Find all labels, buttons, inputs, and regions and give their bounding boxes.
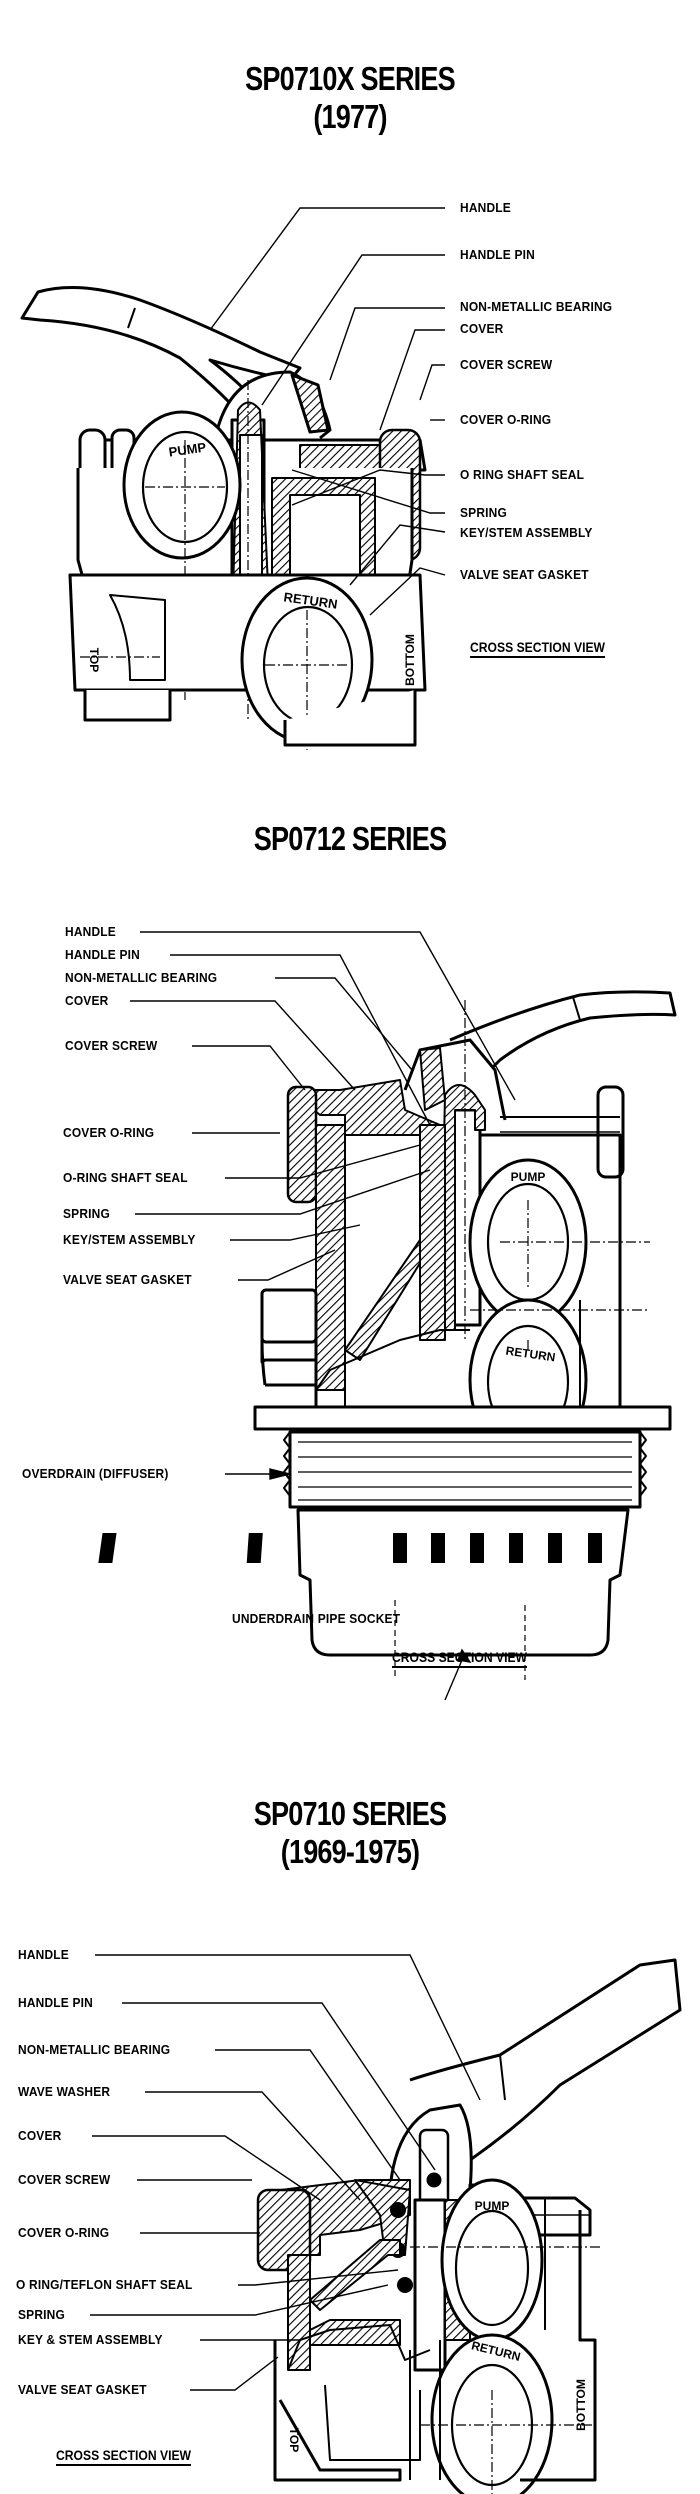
- label-underdrain-pipe-socket: UNDERDRAIN PIPE SOCKET: [232, 1611, 401, 1626]
- port-label-bottom: BOTTOM: [403, 634, 417, 686]
- label-cover-o-ring: COVER O-RING: [63, 1125, 155, 1140]
- label-cover: COVER: [65, 993, 109, 1008]
- label-cover-screw: COVER SCREW: [18, 2172, 111, 2187]
- diagram-subtitle: (1977): [313, 98, 387, 135]
- label-non-metallic-bearing: NON-METALLIC BEARING: [65, 970, 218, 985]
- handle-shape: [409, 1958, 682, 2181]
- label-non-metallic-bearing: NON-METALLIC BEARING: [460, 299, 613, 314]
- label-overdrain-diffuser: OVERDRAIN (DIFFUSER): [22, 1466, 169, 1481]
- port-label-top: TOP: [287, 2428, 301, 2452]
- flange-shape: [253, 1405, 672, 1431]
- diffuser-slots: [98, 1533, 602, 1563]
- label-o-ring-teflon-shaft-seal: O RING/TEFLON SHAFT SEAL: [16, 2277, 193, 2292]
- cross-section-view-caption: CROSS SECTION VIEW: [470, 640, 606, 658]
- port-label-pump: PUMP: [168, 439, 208, 459]
- label-key-stem-assembly: KEY & STEM ASSEMBLY: [18, 2332, 163, 2347]
- label-spring: SPRING: [18, 2307, 65, 2322]
- label-valve-seat-gasket: VALVE SEAT GASKET: [460, 567, 589, 582]
- label-cover: COVER: [460, 321, 504, 336]
- diagram-title: SP0712 SERIES: [253, 820, 447, 857]
- cross-section-view-caption: CROSS SECTION VIEW: [56, 2448, 192, 2466]
- label-cover-o-ring: COVER O-RING: [18, 2225, 110, 2240]
- label-spring: SPRING: [460, 505, 507, 520]
- label-handle: HANDLE: [460, 200, 511, 215]
- valve-cross-section-drawing: PUMP RETURN: [98, 931, 677, 1701]
- label-handle-pin: HANDLE PIN: [65, 947, 140, 962]
- label-handle-pin: HANDLE PIN: [18, 1995, 93, 2010]
- label-key-stem-assembly: KEY/STEM ASSEMBLY: [63, 1232, 196, 1247]
- label-handle: HANDLE: [18, 1947, 69, 1962]
- leader-lines: [90, 1954, 481, 2391]
- label-o-ring-shaft-seal: O RING SHAFT SEAL: [460, 467, 585, 482]
- label-wave-washer: WAVE WASHER: [18, 2084, 111, 2099]
- port-label-pump: PUMP: [511, 1170, 546, 1184]
- label-valve-seat-gasket: VALVE SEAT GASKET: [18, 2382, 147, 2397]
- label-cover-o-ring: COVER O-RING: [460, 412, 552, 427]
- diagram-subtitle: (1969-1975): [280, 1833, 420, 1870]
- label-cover: COVER: [18, 2128, 62, 2143]
- diffuser-shape: [296, 1508, 630, 1657]
- leader-lines: [130, 931, 516, 1701]
- label-o-ring-shaft-seal: O-RING SHAFT SEAL: [63, 1170, 188, 1185]
- label-spring: SPRING: [63, 1206, 110, 1221]
- diagram-title: SP0710X SERIES: [245, 60, 455, 97]
- label-valve-seat-gasket: VALVE SEAT GASKET: [63, 1272, 192, 1287]
- port-label-bottom: BOTTOM: [574, 2379, 588, 2431]
- label-handle: HANDLE: [65, 924, 116, 939]
- port-label-return: RETURN: [283, 589, 339, 611]
- port-label-top: TOP: [87, 648, 101, 672]
- diagram-title: SP0710 SERIES: [253, 1795, 447, 1832]
- port-label-return: RETURN: [505, 1344, 556, 1365]
- cross-section-view-caption: CROSS SECTION VIEW: [392, 1650, 528, 1668]
- label-cover-screw: COVER SCREW: [65, 1038, 158, 1053]
- label-cover-screw: COVER SCREW: [460, 357, 553, 372]
- label-handle-pin: HANDLE PIN: [460, 247, 535, 262]
- valve-cross-section-drawing: PUMP RETURN TOP BOTTOM: [20, 207, 446, 750]
- label-non-metallic-bearing: NON-METALLIC BEARING: [18, 2042, 171, 2057]
- label-key-stem-assembly: KEY/STEM ASSEMBLY: [460, 525, 593, 540]
- port-label-pump: PUMP: [475, 2199, 510, 2213]
- leader-lines: [209, 207, 446, 616]
